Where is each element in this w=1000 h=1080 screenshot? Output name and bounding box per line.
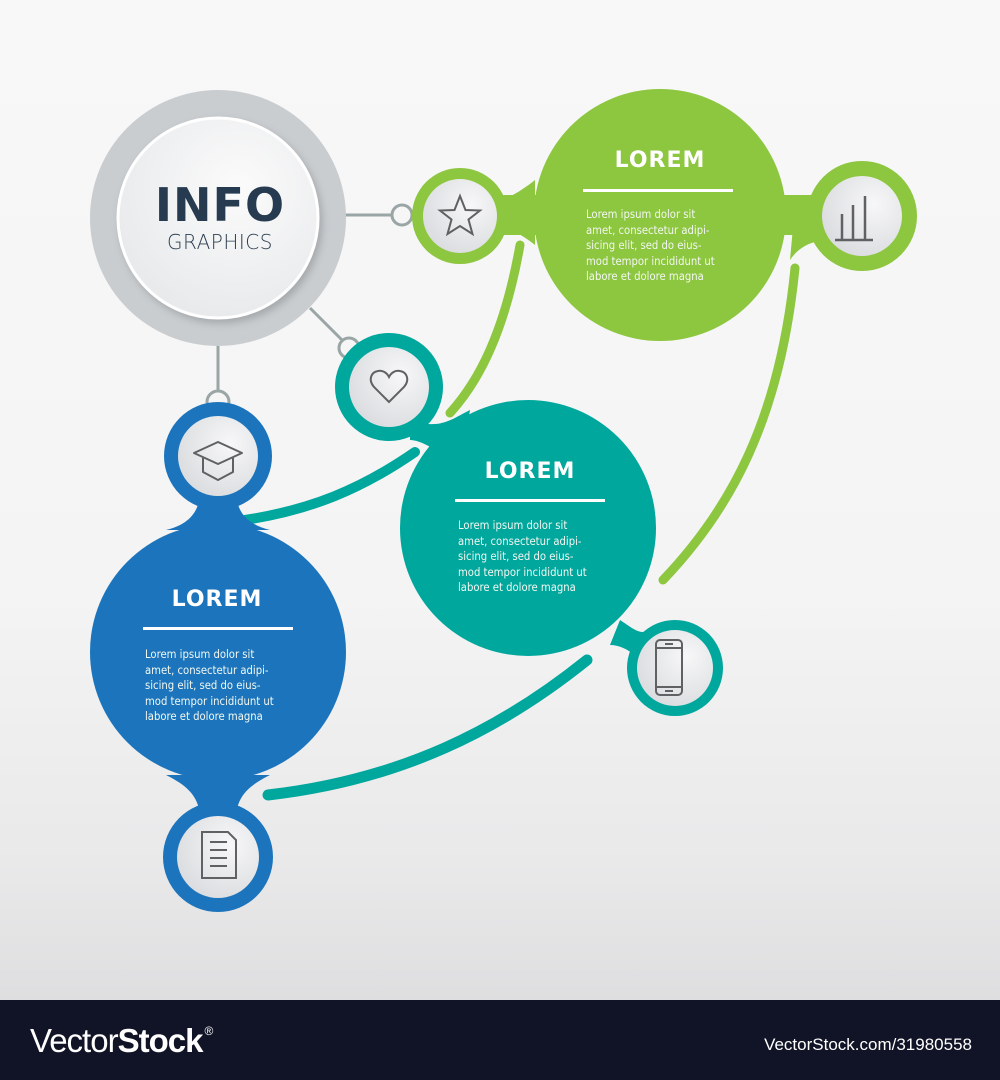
- brand-logo: VectorStock®: [30, 1022, 213, 1060]
- star-icon-bg: [423, 179, 497, 253]
- blue-node-title: LOREM: [171, 587, 263, 612]
- teal-node-text: Lorem ipsum dolor sit amet, consectetur …: [458, 519, 587, 594]
- blue-node-text: Lorem ipsum dolor sit amet, consectetur …: [145, 648, 274, 723]
- heart-icon-bg: [349, 347, 429, 427]
- green-curve-to-teal: [445, 240, 525, 418]
- teal-curve-to-blue-bottom: [262, 654, 593, 801]
- diagram-graphics: [90, 89, 917, 912]
- graduation-cap-icon-bg: [178, 416, 258, 496]
- green-node-divider: [583, 189, 733, 192]
- green-node-title: LOREM: [614, 148, 706, 173]
- teal-node-title: LOREM: [484, 459, 576, 484]
- center-subtitle: GRAPHICS: [167, 230, 273, 254]
- graduation-cap-icon: [193, 441, 243, 481]
- star-icon: [437, 193, 483, 237]
- smartphone-icon: [655, 639, 683, 696]
- document-icon: [201, 831, 237, 879]
- brand-light: Vector: [30, 1022, 119, 1059]
- blue-node-divider: [143, 627, 293, 630]
- green-node-text: Lorem ipsum dolor sit amet, consectetur …: [586, 208, 715, 283]
- bar-chart-icon: [835, 196, 873, 242]
- teal-node-divider: [455, 499, 605, 502]
- center-title: INFO: [154, 178, 286, 232]
- heart-icon: [369, 369, 409, 404]
- brand-bold: Stock: [117, 1022, 204, 1059]
- registered-mark: ®: [204, 1024, 213, 1038]
- stock-id: VectorStock.com/31980558: [764, 1035, 972, 1054]
- green-curve-to-phone: [658, 263, 800, 585]
- teal-curve-to-blue-top: [240, 447, 420, 525]
- center-node: [90, 90, 346, 346]
- bar-chart-icon-bg: [822, 176, 902, 256]
- watermark-footer: VectorStock® VectorStock.com/31980558: [0, 1000, 1000, 1080]
- infographic-canvas: INFO GRAPHICS LOREM Lorem ipsum dolor si…: [90, 89, 917, 912]
